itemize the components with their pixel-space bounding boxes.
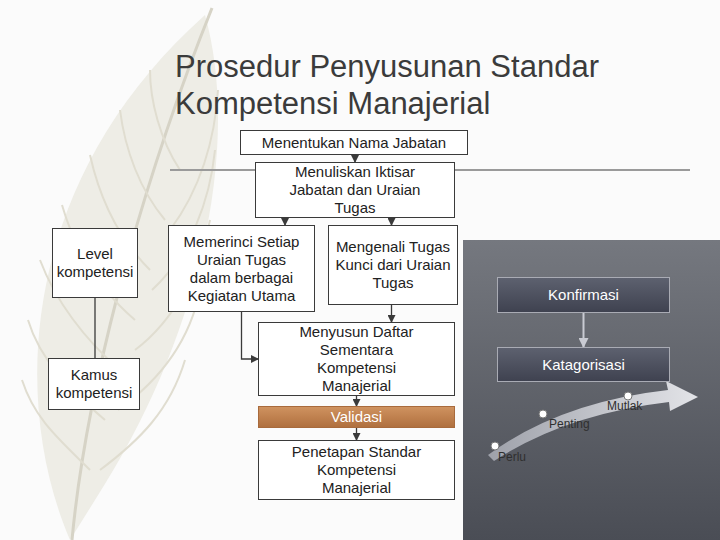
connector: [354, 155, 355, 162]
level-dot: [491, 442, 499, 450]
scale-label: Mutlak: [607, 399, 642, 413]
box-text: Menyusun Daftar Sementara Kompetensi Man…: [285, 323, 428, 395]
panel-box: Konfirmasi: [497, 277, 670, 313]
connector: [391, 305, 392, 322]
connector: [583, 313, 585, 347]
box-text: Level kompetensi: [57, 245, 134, 281]
box-text: Mengenali Tugas Kunci dari Uraian Tugas: [335, 238, 451, 292]
process-box: Mengenali Tugas Kunci dari Uraian Tugas: [328, 225, 458, 305]
slide-title: Prosedur Penyusunan Standar Kompetensi M…: [175, 49, 675, 122]
panel-box: Katagorisasi: [497, 347, 670, 382]
connector: [356, 428, 357, 440]
box-text: Katagorisasi: [542, 356, 625, 374]
connector: [242, 312, 259, 359]
box-text: Konfirmasi: [548, 286, 619, 304]
scale-label: Penting: [549, 417, 590, 431]
box-text: Validasi: [331, 408, 382, 426]
box-text: Memerinci Setiap Uraian Tugas dalam berb…: [175, 233, 308, 305]
level-dot: [539, 410, 547, 418]
process-box: Menyusun Daftar Sementara Kompetensi Man…: [258, 322, 455, 396]
level-dot: [624, 392, 632, 400]
scale-label: Perlu: [498, 450, 526, 464]
category-swoosh: [488, 381, 698, 461]
connector: [94, 298, 95, 358]
reference-box: Kamus kompetensi: [48, 358, 140, 410]
box-text: Menentukan Nama Jabatan: [262, 134, 446, 152]
process-box: Menuliskan Iktisar Jabatan dan Uraian Tu…: [255, 162, 455, 218]
connector: [284, 218, 285, 225]
highlight-box: Validasi: [258, 406, 455, 428]
connector: [391, 218, 392, 225]
side-panel: [463, 240, 720, 540]
process-box: Menentukan Nama Jabatan: [240, 130, 468, 155]
process-box: Penetapan Standar Kompetensi Manajerial: [258, 440, 455, 500]
connector: [356, 396, 357, 406]
reference-box: Level kompetensi: [52, 228, 138, 298]
process-box: Memerinci Setiap Uraian Tugas dalam berb…: [168, 225, 315, 312]
box-text: Penetapan Standar Kompetensi Manajerial: [281, 443, 432, 497]
box-text: Menuliskan Iktisar Jabatan dan Uraian Tu…: [274, 163, 436, 217]
box-text: Kamus kompetensi: [53, 366, 135, 402]
